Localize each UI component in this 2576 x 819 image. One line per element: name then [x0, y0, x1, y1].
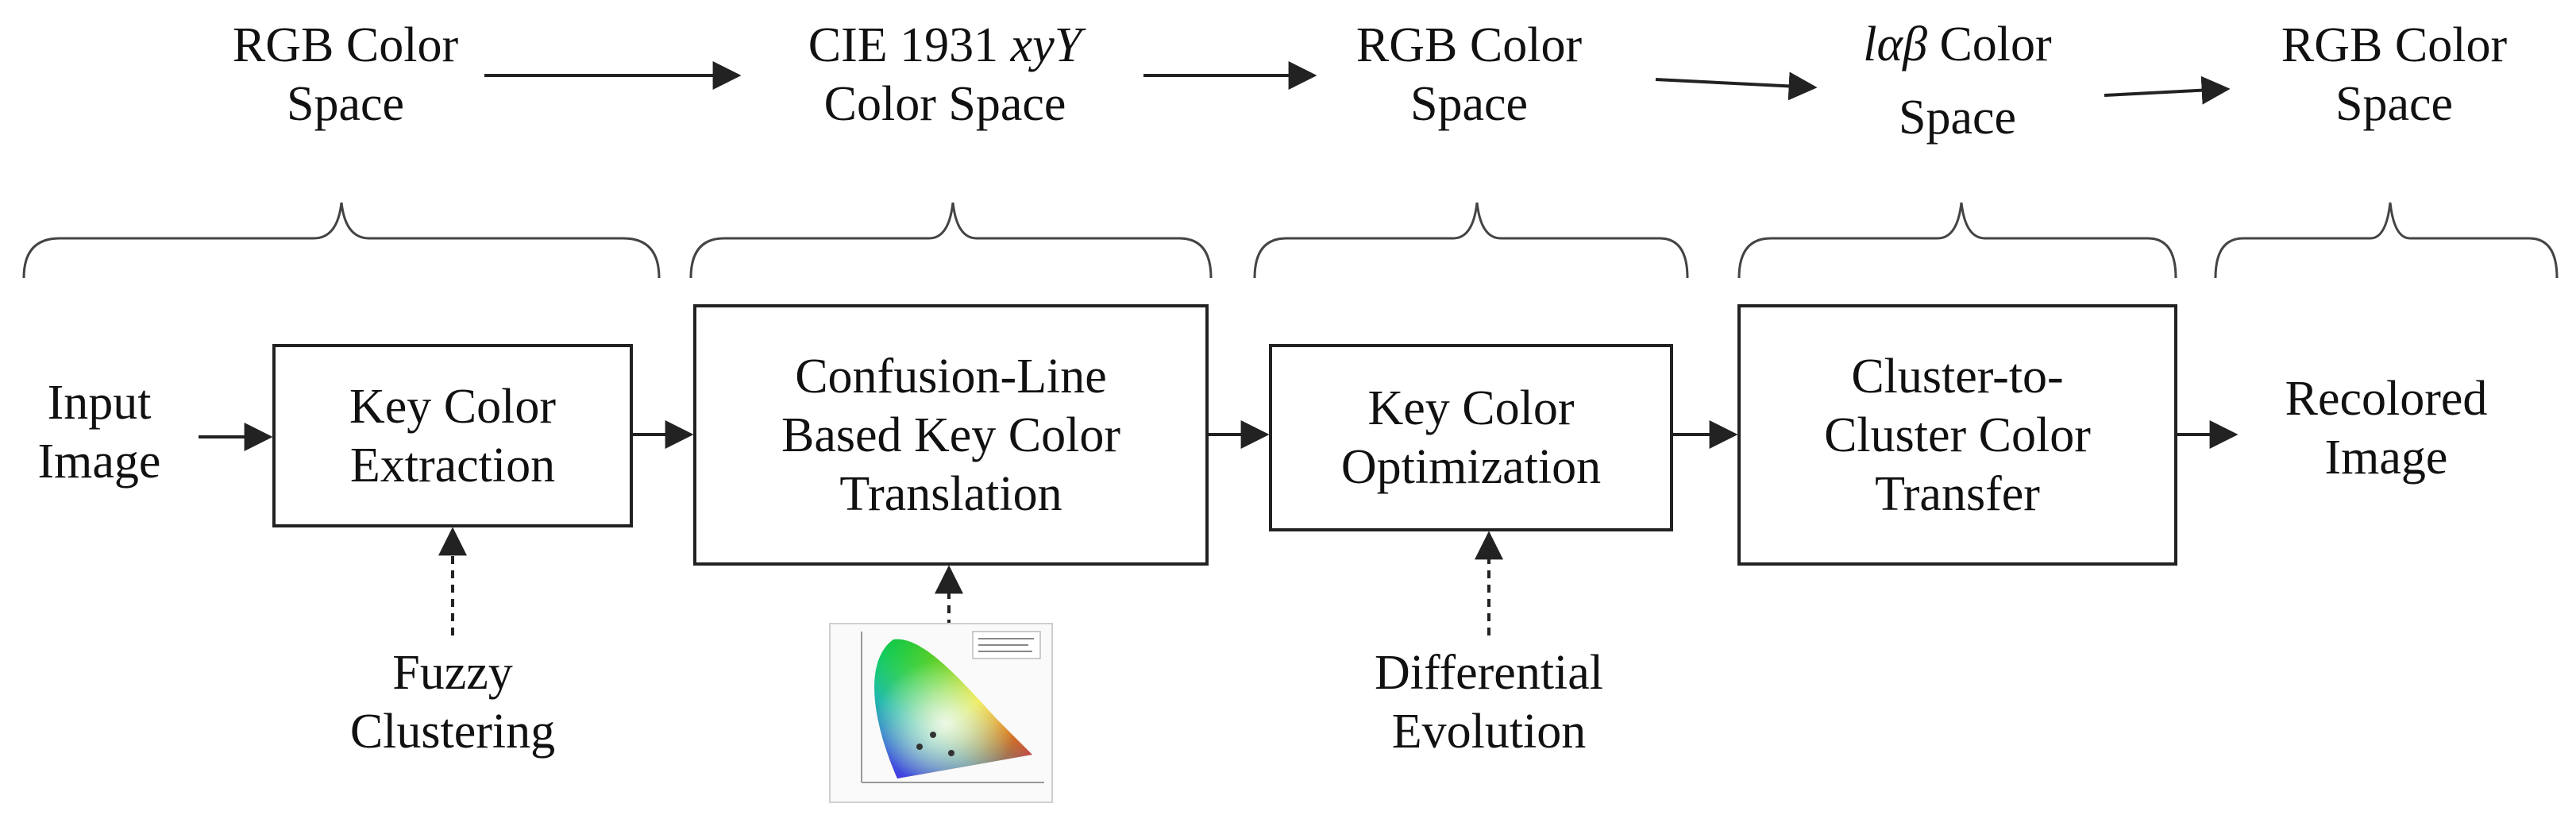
top-arrow-4 — [2104, 75, 2231, 105]
step-label-confusion-line-translation: Confusion-Line Based Key Color Translati… — [781, 349, 1121, 521]
step-label-key-color-extraction: Key Color Extraction — [349, 379, 557, 493]
color-space-label-rgb-2: RGB Color Space — [1355, 18, 1583, 131]
input-image-label: Input Image — [37, 376, 161, 489]
step-box-key-color-extraction — [272, 344, 633, 527]
brace-1 — [22, 202, 661, 279]
fuzzy-clustering-label: Fuzzy Clustering — [349, 646, 556, 759]
cie-chromaticity-thumbnail — [829, 623, 1053, 803]
brace-5 — [2214, 202, 2559, 279]
step-box-cluster-transfer — [1737, 304, 2177, 566]
lab-symbol: lαβ — [1863, 17, 1927, 71]
differential-evolution-label: Differential Evolution — [1374, 646, 1604, 759]
recolored-image-label: Recolored Image — [2285, 372, 2488, 485]
brace-4 — [1737, 202, 2177, 279]
step-label-key-color-optimization: Key Color Optimization — [1340, 381, 1602, 494]
color-space-label-lab: lαβ Color Space — [1863, 17, 2052, 145]
brace-2 — [689, 202, 1213, 279]
top-arrow-3 — [1655, 71, 1818, 101]
color-space-label-cie-xyy: CIE 1931 xyY Color Space — [808, 18, 1082, 131]
step-box-confusion-line-translation — [693, 304, 1209, 566]
brace-3 — [1253, 202, 1689, 279]
color-space-label-rgb-1: RGB Color Space — [232, 18, 459, 131]
cie-xyy-symbol: xyY — [1010, 18, 1082, 72]
step-label-cluster-transfer: Cluster-to- Cluster Color Transfer — [1824, 349, 2091, 521]
step-box-key-color-optimization — [1269, 344, 1673, 531]
color-space-label-rgb-3: RGB Color Space — [2281, 18, 2508, 131]
